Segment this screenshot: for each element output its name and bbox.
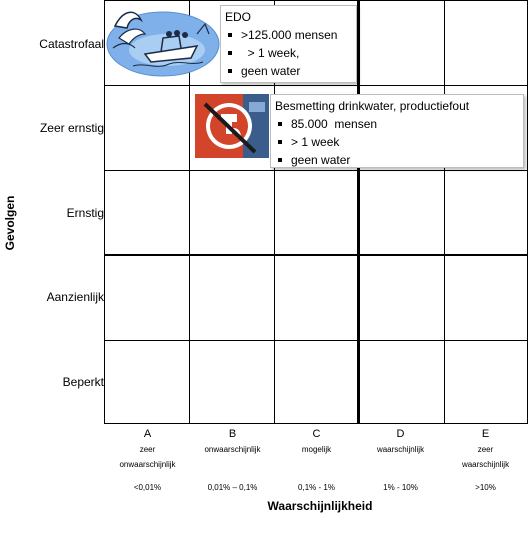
row-label-aanzienlijk: Aanzienlijk xyxy=(46,290,104,304)
callout-edo: EDO >125.000 mensen > 1 week, geen water xyxy=(220,5,357,83)
row-label-catastrofaal: Catastrofaal xyxy=(39,37,104,51)
column-desc-line: zeer xyxy=(477,445,494,454)
cell-C5 xyxy=(275,341,360,423)
callout-item: geen water xyxy=(275,151,519,169)
cell-A3 xyxy=(105,171,190,256)
column-header-b: B onwaarschijnlijk 0,01% – 0,1% xyxy=(190,428,275,492)
cell-A4 xyxy=(105,256,190,341)
cell-B5 xyxy=(190,341,275,423)
no-water-tap-icon xyxy=(195,94,269,158)
y-axis-title: Gevolgen xyxy=(3,195,17,251)
cell-C1 xyxy=(275,1,360,86)
column-header-a: A zeer onwaarschijnlijk <0,01% xyxy=(105,428,190,492)
column-range: <0,01% xyxy=(133,483,162,492)
callout-list: >125.000 mensen > 1 week, geen water xyxy=(225,26,352,80)
callout-title: EDO xyxy=(225,10,252,24)
callout-besmetting: Besmetting drinkwater, productiefout 85.… xyxy=(270,94,524,168)
column-desc-line: zeer xyxy=(139,445,156,454)
column-desc: waarschijnlijk xyxy=(358,442,443,457)
column-desc-line: onwaarschijnlijk xyxy=(119,460,176,469)
callout-list: 85.000 mensen > 1 week geen water xyxy=(275,115,519,169)
column-desc: onwaarschijnlijk xyxy=(190,442,275,457)
cell-B3 xyxy=(190,171,275,256)
column-range: >10% xyxy=(475,483,496,492)
cell-B4 xyxy=(190,256,275,341)
callout-item: > 1 week, xyxy=(225,44,352,62)
column-header-c: C mogelijk 0,1% - 1% xyxy=(274,428,359,492)
cell-A5 xyxy=(105,341,190,423)
cell-D4 xyxy=(360,256,445,341)
callout-item: geen water xyxy=(225,62,352,80)
column-letter: D xyxy=(396,428,405,440)
cell-D5 xyxy=(360,341,445,423)
matrix-divider-vertical xyxy=(357,0,359,424)
cell-E3 xyxy=(445,171,527,256)
column-range: 1% - 10% xyxy=(383,483,418,492)
cell-E5 xyxy=(445,341,527,423)
row-label-beperkt: Beperkt xyxy=(62,375,104,389)
cell-C3 xyxy=(275,171,360,256)
column-letter: E xyxy=(481,428,490,440)
x-axis-title: Waarschijnlijkheid xyxy=(267,499,373,513)
cell-E2 xyxy=(445,86,527,171)
cell-A2 xyxy=(105,86,190,171)
cell-D1 xyxy=(360,1,445,86)
matrix-divider-horizontal xyxy=(104,254,528,256)
flood-boat-icon xyxy=(105,4,221,78)
callout-item: > 1 week xyxy=(275,133,519,151)
row-label-ernstig: Ernstig xyxy=(66,206,104,220)
callout-item: 85.000 mensen xyxy=(275,115,519,133)
column-desc-line: waarschijnlijk xyxy=(461,460,510,469)
column-range: 0,1% - 1% xyxy=(298,483,335,492)
cell-D3 xyxy=(360,171,445,256)
column-desc-line: onwaarschijnlijk xyxy=(204,445,261,454)
cell-E4 xyxy=(445,256,527,341)
column-letter: B xyxy=(228,428,237,440)
column-range: 0,01% – 0,1% xyxy=(207,483,258,492)
callout-item: >125.000 mensen xyxy=(225,26,352,44)
column-letter: C xyxy=(312,428,321,440)
column-desc: mogelijk xyxy=(274,442,359,457)
column-header-d: D waarschijnlijk 1% - 10% xyxy=(358,428,443,492)
cell-C4 xyxy=(275,256,360,341)
column-desc: zeer waarschijnlijk xyxy=(443,442,528,472)
column-letter: A xyxy=(143,428,152,440)
column-desc: zeer onwaarschijnlijk xyxy=(105,442,190,472)
callout-title: Besmetting drinkwater, productiefout xyxy=(275,99,470,113)
row-label-zeer-ernstig: Zeer ernstig xyxy=(39,121,104,135)
column-desc-line: mogelijk xyxy=(301,445,332,454)
column-desc-line: waarschijnlijk xyxy=(376,445,425,454)
cell-E1 xyxy=(445,1,527,86)
column-header-e: E zeer waarschijnlijk >10% xyxy=(443,428,528,492)
